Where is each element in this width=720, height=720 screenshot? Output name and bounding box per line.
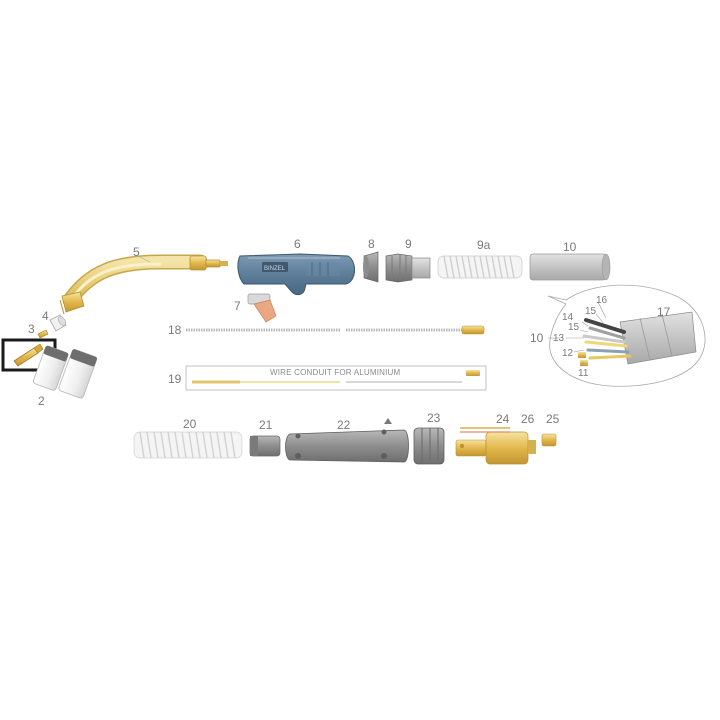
part-10-cable [529, 253, 611, 281]
label-part-26: 26 [521, 412, 535, 426]
part-21-sleeve [249, 435, 281, 457]
label-part-15: 15 [585, 306, 597, 317]
leader-lines [137, 255, 151, 263]
part-23-nut [413, 427, 445, 465]
label-part-6: 6 [294, 237, 301, 251]
label-part-23: 23 [427, 411, 441, 425]
part-3-contact-tip [13, 343, 44, 367]
label-part-25: 25 [546, 412, 560, 426]
label-part-24: 24 [496, 412, 510, 426]
part-6-handle: BINZEL [237, 253, 355, 296]
part-3-tip-small [37, 329, 49, 339]
label-part-12: 12 [562, 348, 574, 359]
part-22-housing [285, 418, 409, 463]
part-25-nipple [541, 433, 557, 447]
label-part-10-detail: 10 [530, 331, 544, 345]
label-part-7: 7 [234, 299, 241, 313]
label-part-9: 9 [405, 237, 412, 251]
label-part-14: 14 [562, 312, 574, 323]
label-part-18: 18 [168, 323, 182, 337]
label-part-19: 19 [168, 372, 182, 386]
cable-detail-callout [547, 284, 706, 387]
label-part-4: 4 [42, 309, 49, 323]
part-5-swan-neck [59, 254, 228, 315]
label-part-10: 10 [563, 240, 577, 254]
label-part-13: 13 [553, 333, 565, 344]
part-9a-spring [437, 255, 523, 279]
label-part-3: 3 [28, 322, 35, 336]
label-part-11: 11 [578, 368, 589, 379]
label-part-20: 20 [183, 417, 197, 431]
label-part-9a: 9a [477, 238, 491, 252]
label-part-8: 8 [368, 237, 375, 251]
conduit-caption: WIRE CONDUIT FOR ALUMINIUM [270, 368, 401, 377]
part-24-central-connector [455, 427, 536, 465]
label-part-5: 5 [133, 245, 140, 259]
part-9-nut [385, 253, 431, 283]
handle-brand-text: BINZEL [264, 266, 286, 272]
part-8-ring [363, 251, 379, 283]
part-2-gas-nozzles [33, 345, 98, 399]
part-20-spring [133, 431, 243, 459]
label-part-15b: 15 [568, 322, 580, 333]
part-19-aluminium-conduit [185, 365, 487, 391]
label-part-22: 22 [337, 418, 351, 432]
part-18-liner [186, 325, 485, 335]
label-part-2: 2 [38, 394, 45, 408]
part-4-insulator [49, 314, 67, 332]
label-part-21: 21 [259, 418, 273, 432]
part-7-trigger [247, 293, 277, 323]
label-part-17: 17 [657, 305, 671, 319]
label-part-16: 16 [596, 295, 608, 306]
